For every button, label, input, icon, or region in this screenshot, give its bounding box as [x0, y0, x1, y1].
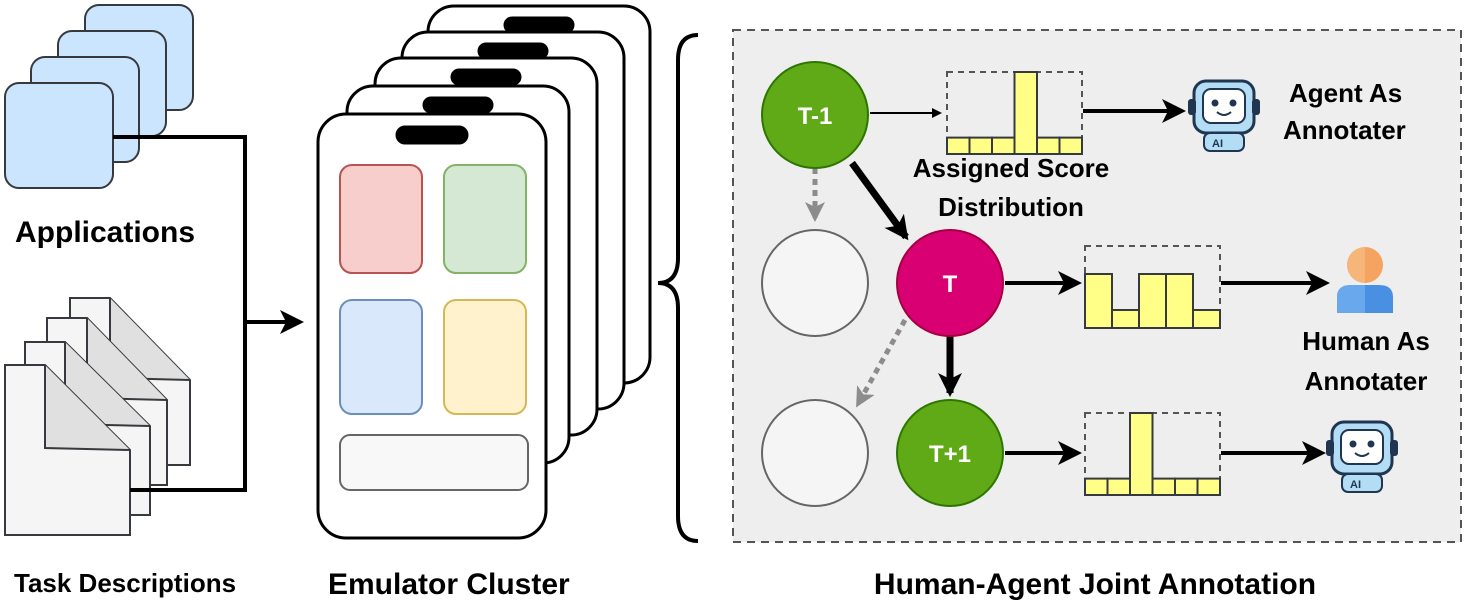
- score-t-bar-1: [1084, 273, 1113, 329]
- node-t-minus-1-label: T-1: [798, 103, 833, 130]
- node-t-plus-1-label: T+1: [929, 441, 971, 468]
- score-t-minus-1-bar-1: [946, 136, 971, 156]
- app-tile-blue: [339, 299, 423, 415]
- phone-app-tiles: [339, 164, 529, 491]
- robot-agent-icon: AI: [1188, 79, 1260, 152]
- score-t-plus-1-bar-2: [1106, 477, 1131, 497]
- applications-stack: [4, 4, 194, 189]
- score-t-bar-3: [1138, 273, 1167, 329]
- score-t-minus-1-bar-3: [991, 136, 1016, 156]
- score-t-minus-1-bar-2: [968, 136, 993, 156]
- assigned-score-label-line2: Distribution: [938, 192, 1084, 222]
- node-t: T: [896, 229, 1004, 337]
- score-t-plus-1-bar-4: [1151, 477, 1176, 497]
- human-annotater-label-line1: Human As: [1302, 326, 1430, 356]
- score-t-bar-5: [1192, 309, 1221, 329]
- score-frame-t: [1084, 245, 1221, 329]
- score-distribution-t-minus-1: [946, 71, 1083, 156]
- score-t-bar-2: [1111, 309, 1140, 329]
- human-user-icon: [1337, 247, 1393, 313]
- task-descriptions-stack: [4, 297, 191, 536]
- app-tile-yellow: [443, 299, 527, 415]
- score-t-plus-1-bar-1: [1084, 477, 1109, 497]
- score-distribution-t: [1084, 273, 1221, 329]
- application-window-icon: [4, 82, 114, 189]
- human-annotater-label-line2: Annotater: [1305, 366, 1428, 396]
- robot-agent-icon: AI: [1326, 420, 1398, 493]
- app-tile-green: [443, 164, 527, 274]
- score-t-minus-1-bar-6: [1058, 136, 1083, 156]
- empty-node-lower: [761, 399, 869, 507]
- emulator-cluster-label: Emulator Cluster: [328, 568, 570, 601]
- agent-annotater-label-line1: Agent As: [1289, 78, 1402, 108]
- score-t-plus-1-bar-3: [1129, 412, 1154, 496]
- curly-brace: [657, 33, 699, 543]
- node-t-plus-1: T+1: [896, 399, 1004, 507]
- node-t-minus-1: T-1: [761, 61, 869, 169]
- input-connector: [113, 135, 304, 492]
- score-t-plus-1-bar-6: [1196, 477, 1221, 497]
- app-tile-bottom-bar: [339, 434, 529, 491]
- score-distribution-t-plus-1: [1084, 412, 1221, 497]
- score-t-plus-1-bar-5: [1174, 477, 1199, 497]
- task-descriptions-label: Task Descriptions: [14, 568, 236, 598]
- agent-annotater-label-line2: Annotater: [1283, 115, 1406, 145]
- node-t-label: T: [943, 271, 958, 298]
- score-t-bar-4: [1165, 273, 1194, 329]
- robot-ai-badge-bottom: AI: [1350, 479, 1361, 491]
- joint-annotation-label: Human-Agent Joint Annotation: [874, 568, 1316, 601]
- robot-ai-badge-top: AI: [1212, 138, 1223, 150]
- score-t-minus-1-bar-5: [1036, 136, 1061, 156]
- document-icon: [4, 364, 131, 536]
- applications-label: Applications: [15, 216, 195, 249]
- edge-t-dashed: [855, 318, 908, 408]
- score-t-minus-1-bar-4: [1013, 71, 1038, 155]
- assigned-score-label-line1: Assigned Score: [913, 153, 1110, 183]
- empty-node-upper: [761, 229, 869, 337]
- edge-t-minus-1-to-t: [849, 160, 909, 241]
- app-tile-red: [339, 164, 423, 274]
